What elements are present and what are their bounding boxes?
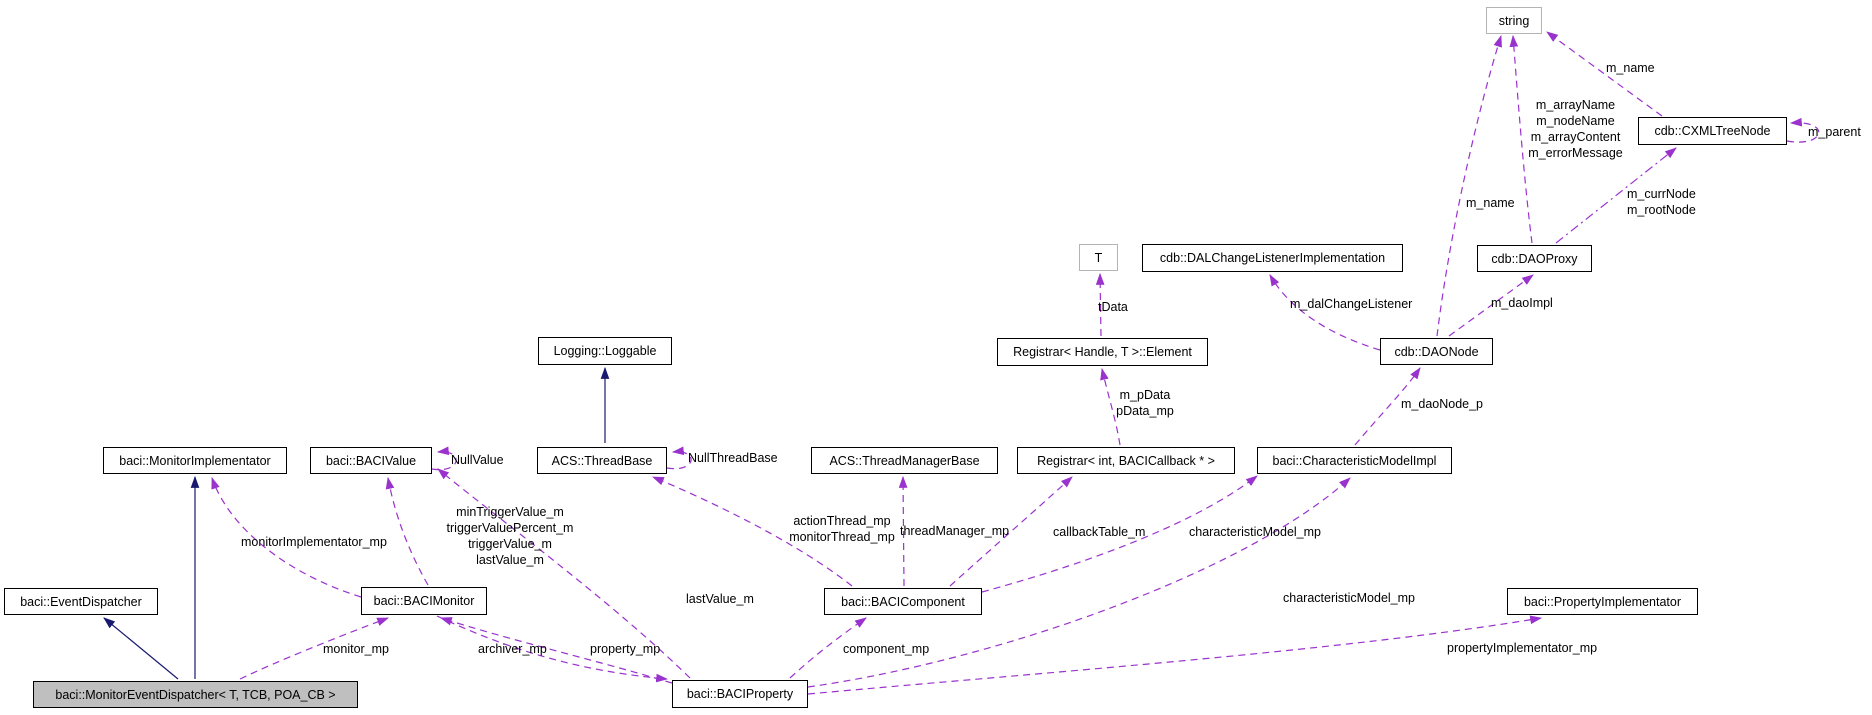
- edge-label-m-dalchangelistener: m_dalChangeListener: [1290, 297, 1413, 311]
- node-registrar-element[interactable]: Registrar< Handle, T >::Element: [997, 338, 1208, 366]
- edge-inherit-med-eventdispatcher: [103, 617, 179, 680]
- node-cxmltreenode[interactable]: cdb::CXMLTreeNode: [1638, 117, 1787, 145]
- node-threadbase[interactable]: ACS::ThreadBase: [537, 447, 667, 474]
- edge-label-property-mp: property_mp: [590, 642, 661, 656]
- node-characteristicmodelimpl[interactable]: baci::CharacteristicModelImpl: [1257, 447, 1452, 474]
- edge-label-trigger-members: minTriggerValue_m triggerValuePercent_m …: [446, 505, 574, 567]
- edge-usage-regint-element-m-pdata: [1100, 367, 1121, 446]
- edge-label-daoproxy-members: m_arrayName m_nodeName m_arrayContent m_…: [1528, 98, 1623, 160]
- edge-usage-bacicomponent-cmi-charmodel: [981, 475, 1258, 593]
- edge-usage-bacimonitor-monitorimplementator: [211, 476, 362, 598]
- node-t: T: [1079, 244, 1118, 271]
- node-bacivalue[interactable]: baci::BACIValue: [310, 447, 432, 474]
- edge-usage-threadbase-self-nullthreadbase: [666, 446, 692, 470]
- edge-label-thread-members: actionThread_mp monitorThread_mp: [789, 514, 895, 544]
- edge-usage-cmi-daonode-m-daonode-p: [1354, 367, 1421, 446]
- edge-usage-baciproperty-bacivalue-lastvalue: [437, 468, 691, 679]
- edge-label-m-daonode-p: m_daoNode_p: [1401, 397, 1484, 411]
- edge-label-archiver-mp: archiver_mp: [478, 642, 547, 656]
- edge-label-m-daoimpl: m_daoImpl: [1491, 296, 1553, 310]
- node-eventdispatcher[interactable]: baci::EventDispatcher: [4, 588, 158, 615]
- node-propertyimplementator[interactable]: baci::PropertyImplementator: [1507, 588, 1698, 615]
- edge-label-monitor-mp: monitor_mp: [323, 642, 389, 656]
- edge-usage-bacimonitor-baciproperty-property-mp: [436, 615, 669, 683]
- edge-usage-baciproperty-bacimonitor-archiver-mp: [439, 617, 673, 684]
- edge-label-m-name-daonode: m_name: [1466, 196, 1515, 210]
- edge-usage-daonode-dal-m-dalchangelistener: [1269, 274, 1381, 351]
- node-loggable[interactable]: Logging::Loggable: [538, 337, 672, 365]
- node-bacimonitor[interactable]: baci::BACIMonitor: [361, 587, 487, 615]
- edge-label-mpdata-pdatamp: m_pData pData_mp: [1116, 388, 1174, 418]
- edge-label-tdata: tData: [1098, 300, 1128, 314]
- edge-usage-daonode-daoproxy-m-daoimpl: [1448, 274, 1534, 337]
- edge-label-m-parent: m_parent: [1808, 125, 1861, 139]
- node-baciproperty[interactable]: baci::BACIProperty: [672, 680, 808, 708]
- edge-label-monitorimplementator-mp: monitorImplementator_mp: [241, 535, 387, 549]
- node-daonode[interactable]: cdb::DAONode: [1380, 338, 1493, 365]
- edge-label-m-name-cxml: m_name: [1606, 61, 1655, 75]
- edge-usage-med-bacimonitor-monitor-mp: [239, 617, 390, 680]
- edge-label-callbacktable-m: callbackTable_m: [1053, 525, 1146, 539]
- node-monitorimplementator[interactable]: baci::MonitorImplementator: [103, 447, 287, 474]
- edge-usage-daoproxy-string-members: [1509, 34, 1533, 244]
- edge-usage-element-t-tdata: [1095, 272, 1105, 337]
- edge-usage-bacicomponent-tmb-threadmanager: [898, 475, 908, 587]
- edge-usage-baciproperty-propimpl: [807, 615, 1543, 695]
- node-daoproxy[interactable]: cdb::DAOProxy: [1477, 245, 1592, 272]
- edge-usage-bacicomponent-threadbase-threads: [652, 476, 853, 587]
- node-string: string: [1486, 7, 1542, 34]
- edge-label-characteristicmodel-mp-2: characteristicModel_mp: [1283, 591, 1415, 605]
- edge-usage-bacimonitor-bacivalue-triggers: [385, 476, 429, 586]
- node-registrar-int[interactable]: Registrar< int, BACICallback * >: [1017, 447, 1235, 474]
- edge-label-characteristicmodel-mp-1: characteristicModel_mp: [1189, 525, 1321, 539]
- edge-usage-bacicomponent-regint-callbacktable: [949, 476, 1073, 587]
- edge-usage-daoproxy-cxml-currnode: [1555, 147, 1677, 244]
- node-dalchangelistener[interactable]: cdb::DALChangeListenerImplementation: [1142, 244, 1403, 272]
- edge-usage-bacivalue-self-nullvalue: [431, 446, 457, 471]
- edge-usage-daonode-string-m-name: [1436, 34, 1502, 337]
- edge-label-currnode-rootnode: m_currNode m_rootNode: [1627, 187, 1696, 217]
- edge-label-propertyimplementator-mp: propertyImplementator_mp: [1447, 641, 1598, 655]
- node-threadmanagerbase[interactable]: ACS::ThreadManagerBase: [811, 447, 998, 474]
- node-bacicomponent[interactable]: baci::BACIComponent: [824, 588, 982, 615]
- edge-label-nullthreadbase: NullThreadBase: [688, 451, 778, 465]
- edge-usage-baciproperty-cmi-charmodel: [807, 477, 1351, 688]
- edge-label-lastvalue-m: lastValue_m: [686, 592, 754, 606]
- edge-label-threadmanager-mp: threadManager_mp: [900, 524, 1010, 538]
- edge-usage-baciproperty-bacicomponent-component-mp: [789, 617, 867, 679]
- node-monitoreventdispatcher: baci::MonitorEventDispatcher< T, TCB, PO…: [33, 681, 358, 708]
- edge-label-nullvalue: NullValue: [451, 453, 504, 467]
- edge-label-component-mp: component_mp: [843, 642, 930, 656]
